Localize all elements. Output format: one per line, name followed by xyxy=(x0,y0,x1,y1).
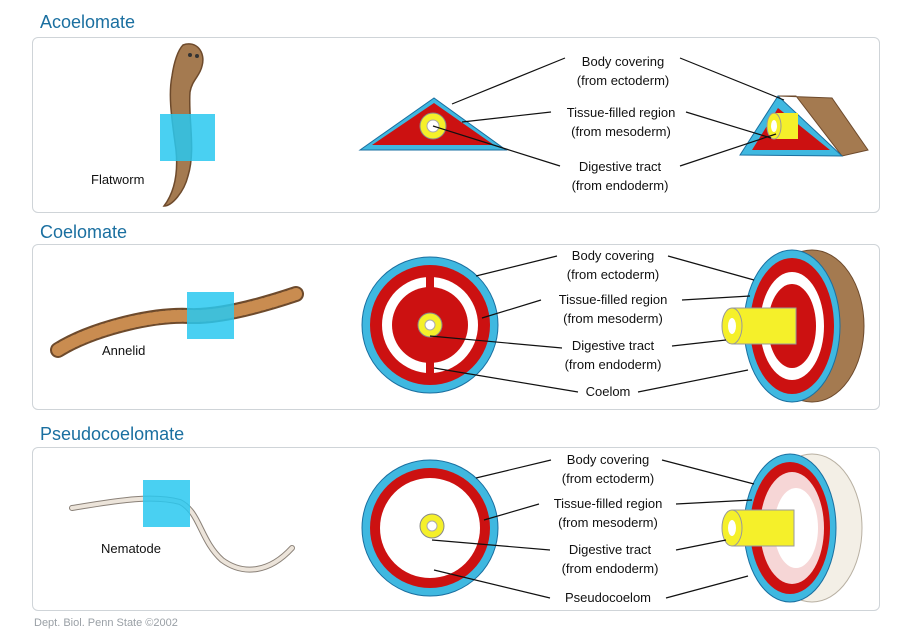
label-pseudocoelom: Pseudocoelom xyxy=(548,588,668,607)
cross-section-marker xyxy=(187,292,234,339)
coelomate-cross-section xyxy=(361,256,499,394)
coelomate-3d-section xyxy=(721,249,865,403)
label-line: Digestive tract xyxy=(571,338,655,353)
label-tissue-filled-region: Tissue-filled region (from mesoderm) xyxy=(528,494,688,532)
label-line: Tissue-filled region xyxy=(558,292,668,307)
label-line: Digestive tract xyxy=(568,542,652,557)
label-body-covering: Body covering (from ectoderm) xyxy=(540,246,686,284)
cross-section-marker xyxy=(143,480,190,527)
label-line: (from endoderm) xyxy=(571,178,669,193)
label-line: (from ectoderm) xyxy=(561,471,655,486)
label-line: Body covering xyxy=(566,452,650,467)
label-body-covering: Body covering (from ectoderm) xyxy=(535,450,681,488)
acoelomate-3d-section xyxy=(739,95,869,157)
pseudocoelomate-leader-lines xyxy=(431,459,755,599)
label-line: Tissue-filled region xyxy=(553,496,663,511)
cross-section-marker xyxy=(160,114,215,161)
label-line: Pseudocoelom xyxy=(565,590,651,605)
section-title-coelomate: Coelomate xyxy=(40,222,128,242)
label-line: Tissue-filled region xyxy=(566,105,676,120)
animal-label-annelid: Annelid xyxy=(102,343,146,358)
label-line: Digestive tract xyxy=(578,159,662,174)
annelid-drawing xyxy=(50,286,304,358)
animal-label-nematode: Nematode xyxy=(101,541,161,556)
label-line: Body covering xyxy=(571,248,655,263)
acoelomate-leader-lines xyxy=(432,57,785,167)
label-tissue-filled-region: Tissue-filled region (from mesoderm) xyxy=(541,103,701,141)
label-coelom: Coelom xyxy=(568,382,648,401)
section-title-acoelomate: Acoelomate xyxy=(40,12,136,32)
section-title-pseudocoelomate: Pseudocoelomate xyxy=(40,424,185,444)
label-line: (from mesoderm) xyxy=(563,311,663,326)
label-digestive-tract: Digestive tract (from endoderm) xyxy=(540,336,686,374)
label-digestive-tract: Digestive tract (from endoderm) xyxy=(545,157,695,195)
nematode-drawing xyxy=(69,495,295,573)
coelomate-leader-lines xyxy=(429,255,755,393)
label-line: (from endoderm) xyxy=(561,561,659,576)
label-line: (from ectoderm) xyxy=(576,73,670,88)
label-body-covering: Body covering (from ectoderm) xyxy=(548,52,698,90)
animal-label-flatworm: Flatworm xyxy=(91,172,145,187)
label-line: (from mesoderm) xyxy=(571,124,671,139)
label-digestive-tract: Digestive tract (from endoderm) xyxy=(537,540,683,578)
pseudocoelomate-cross-section xyxy=(361,459,499,597)
label-line: Coelom xyxy=(585,384,631,399)
label-line: (from mesoderm) xyxy=(558,515,658,530)
label-tissue-filled-region: Tissue-filled region (from mesoderm) xyxy=(533,290,693,328)
pseudocoelomate-3d-section xyxy=(721,453,863,603)
label-line: (from ectoderm) xyxy=(566,267,660,282)
label-line: Body covering xyxy=(581,54,665,69)
credit-footer: Dept. Biol. Penn State ©2002 xyxy=(34,617,178,629)
label-line: (from endoderm) xyxy=(564,357,662,372)
